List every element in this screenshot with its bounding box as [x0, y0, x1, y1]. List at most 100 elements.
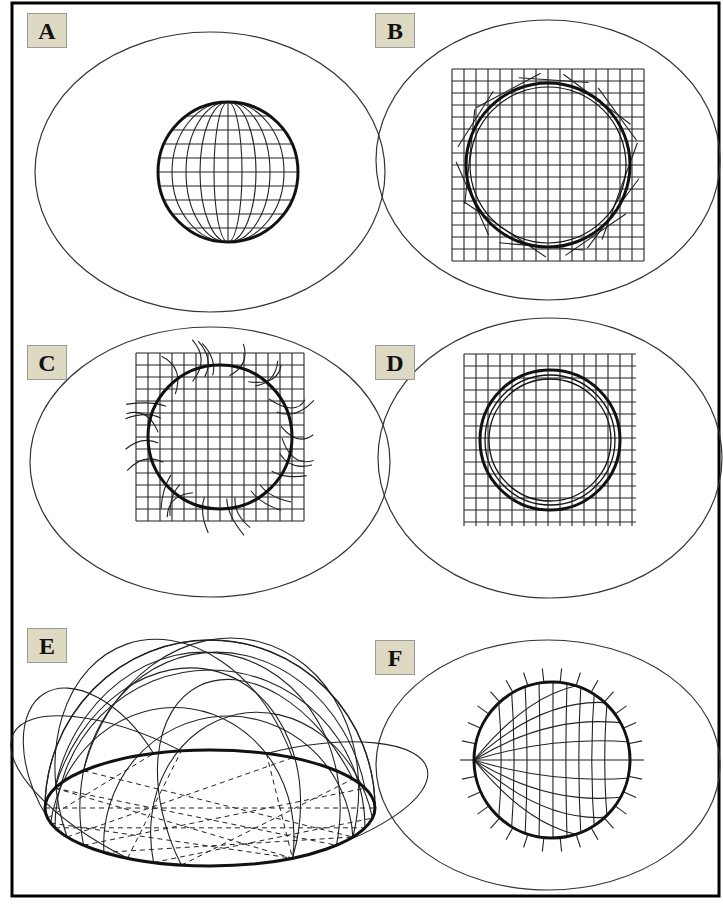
nuclear-lamina-b: [452, 69, 644, 261]
panel-letter: A: [38, 19, 55, 43]
panel-letter: B: [387, 19, 403, 43]
grid-line: [559, 69, 560, 261]
meridian-line: [579, 682, 581, 838]
grid-line: [463, 354, 464, 526]
nuclear-envelope: [470, 87, 626, 243]
radial-spike: [591, 828, 598, 840]
converging-line: [474, 759, 630, 760]
radial-spike: [462, 776, 476, 779]
cell-outline: [376, 640, 720, 890]
grid-line: [136, 472, 304, 473]
base-chord: [181, 779, 353, 865]
strand-line: [281, 426, 313, 439]
meridian-line: [592, 682, 595, 838]
radial-spike: [478, 706, 489, 714]
converging-line: [474, 760, 630, 837]
base-chord: [84, 771, 353, 837]
meridian-line: [538, 682, 540, 838]
radial-spike: [524, 834, 528, 847]
cell-outline: [376, 20, 720, 300]
grid-line: [631, 69, 632, 261]
grid-line: [452, 188, 644, 189]
radial-spike: [604, 692, 613, 702]
converging-line: [474, 722, 630, 760]
strand-line: [198, 341, 208, 377]
radial-spike: [560, 838, 561, 852]
radial-spike: [490, 692, 499, 702]
radial-spike: [628, 741, 642, 744]
nuclear-envelope: [474, 682, 630, 838]
base-chord: [84, 788, 365, 845]
figure-frame: [12, 3, 719, 896]
meridian-line: [511, 682, 514, 838]
radial-spike: [490, 818, 499, 828]
grid-line: [452, 164, 644, 165]
strand-line: [269, 399, 305, 408]
radial-spike: [576, 834, 580, 847]
grid-line: [464, 485, 636, 486]
strand-line: [280, 454, 312, 467]
grid-line: [607, 69, 608, 261]
grid-line: [571, 354, 572, 526]
base-chord: [154, 818, 373, 862]
strand-line: [125, 415, 161, 419]
radial-spike: [542, 838, 543, 852]
radial-spike: [468, 792, 481, 798]
base-chord: [51, 823, 293, 858]
grid-line: [452, 224, 644, 225]
meridian-line: [566, 682, 567, 838]
filament-line: [602, 143, 637, 239]
panel-label-box: A: [27, 13, 67, 48]
grid-group: [474, 682, 630, 838]
radial-spike: [460, 759, 474, 760]
radial-spike: [462, 741, 476, 744]
nuclear-lamina-f: [460, 669, 644, 852]
converging-line: [474, 683, 630, 760]
meridian-line: [552, 682, 553, 838]
nuclear-envelope: [485, 375, 615, 505]
grid-line: [571, 69, 572, 261]
radial-spike: [615, 706, 626, 714]
radial-spike: [628, 776, 642, 779]
grid-line: [136, 520, 304, 521]
dome-arc: [84, 638, 359, 837]
nuclear-envelope: [158, 102, 298, 242]
dome-arc: [104, 716, 353, 852]
grid-line: [464, 365, 636, 366]
grid-line: [619, 69, 620, 261]
strand-line: [162, 356, 178, 394]
grid-line: [475, 354, 476, 526]
grid-line: [136, 448, 304, 449]
grid-line: [231, 353, 232, 521]
dome-arc: [55, 668, 301, 858]
grid-line: [595, 354, 596, 526]
base-chord: [45, 808, 375, 809]
base-chord: [128, 751, 182, 858]
radial-spike: [560, 669, 561, 683]
nuclear-lamina-d: [464, 354, 636, 526]
grid-line: [499, 354, 500, 526]
strand-line: [126, 403, 166, 406]
panel-label-box: E: [27, 628, 67, 663]
grid-line: [464, 521, 636, 522]
radial-spike: [615, 806, 626, 814]
grid-line: [464, 461, 636, 462]
radial-spike: [623, 723, 636, 729]
panel-label-box: C: [27, 345, 67, 380]
strand-line: [227, 499, 244, 536]
grid-line: [303, 353, 304, 521]
meridian-line: [172, 102, 284, 242]
radial-spike: [576, 673, 580, 686]
grid-line: [464, 353, 636, 354]
grid-line: [464, 497, 636, 498]
dome-lamina-e: [11, 638, 428, 866]
grid-line: [607, 354, 608, 526]
filament-line: [458, 91, 494, 147]
strand-line: [235, 497, 250, 527]
converging-line: [474, 741, 630, 760]
meridian-line: [525, 682, 527, 838]
grid-line: [452, 176, 644, 177]
converging-line: [474, 760, 630, 779]
radial-spike: [524, 673, 528, 686]
